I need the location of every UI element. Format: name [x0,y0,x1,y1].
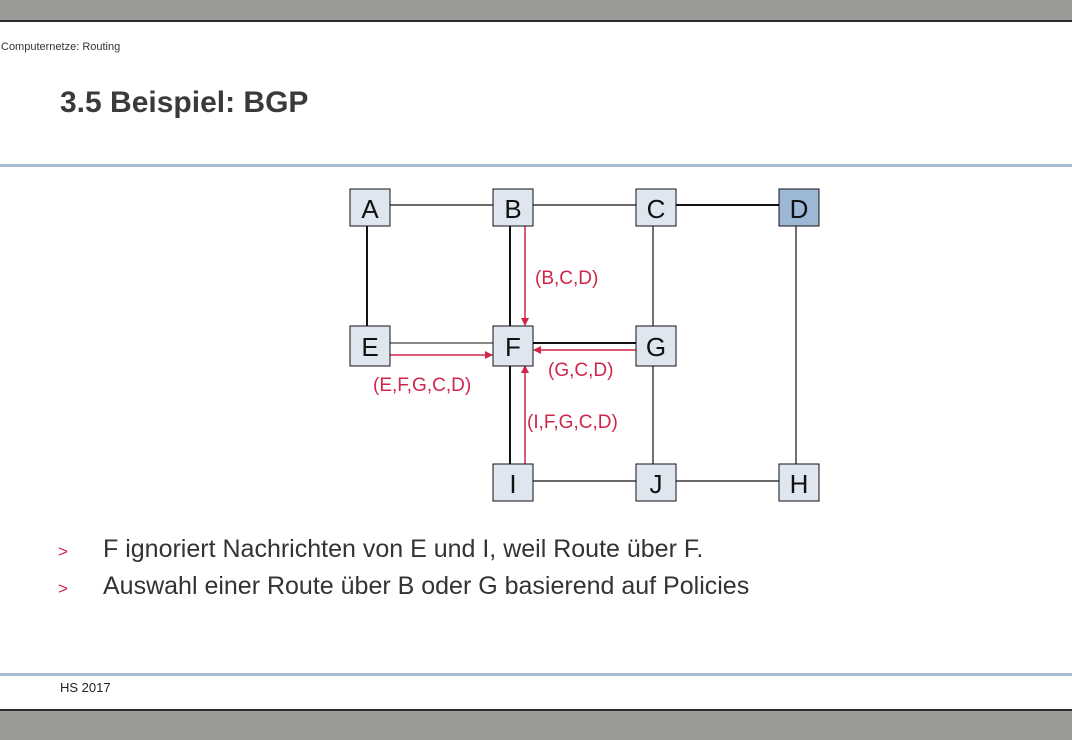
breadcrumb: Computernetze: Routing [1,41,121,53]
node-i-label: I [509,469,516,499]
route-label-g: (G,C,D) [548,360,613,381]
bullet-text: Auswahl einer Route über B oder G basier… [103,572,750,600]
header-divider [0,164,1072,167]
node-c-label: C [647,194,666,224]
node-j: J [635,463,677,502]
node-d-label: D [790,194,809,224]
node-f-label: F [505,332,521,362]
bullet-marker: > [58,579,68,598]
node-a-label: A [361,194,379,224]
node-d: D [778,188,820,227]
route-label-e: (E,F,G,C,D) [373,375,471,396]
node-g-label: G [646,332,666,362]
node-g: G [635,325,677,367]
footer-divider [0,673,1072,676]
node-c: C [635,188,677,227]
node-b: B [492,188,534,227]
top-bar [0,0,1072,22]
bullet-item: > Auswahl einer Route über B oder G basi… [58,572,749,601]
footer-text: HS 2017 [60,680,111,695]
node-h: H [778,463,820,502]
node-a: A [349,188,391,227]
node-e-label: E [361,332,378,362]
node-f: F [492,325,534,367]
node-b-label: B [504,194,521,224]
bullet-text: F ignoriert Nachrichten von E und I, wei… [103,535,704,563]
bullet-marker: > [58,542,68,561]
node-e: E [349,325,391,367]
node-i: I [492,463,534,502]
route-label-i: (I,F,G,C,D) [527,412,618,433]
slide-title: 3.5 Beispiel: BGP [60,86,309,119]
bottom-bar [0,709,1072,740]
route-label-b: (B,C,D) [535,268,598,289]
node-h-label: H [790,469,809,499]
bullet-item: > F ignoriert Nachrichten von E und I, w… [58,535,703,564]
node-j-label: J [650,469,663,499]
